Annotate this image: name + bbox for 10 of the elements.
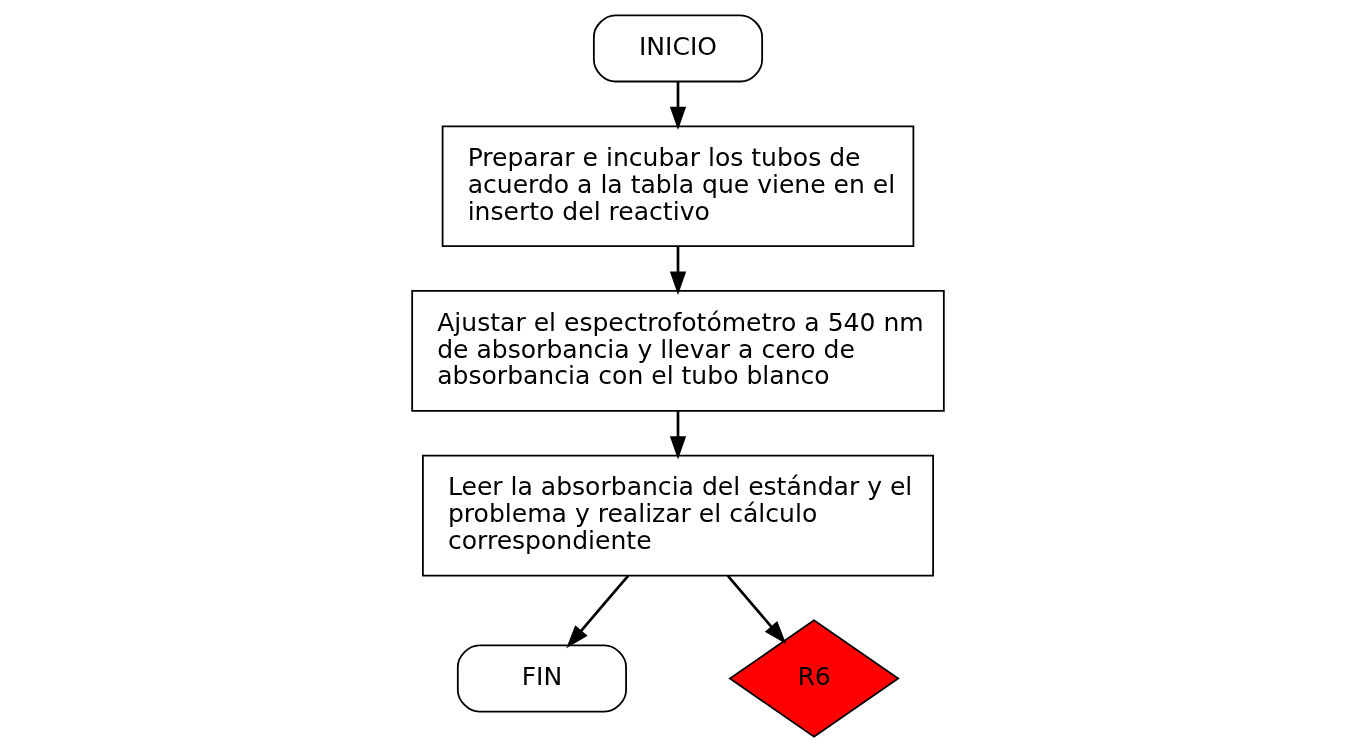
arrow xyxy=(726,574,786,645)
arrow xyxy=(669,411,686,460)
arrow xyxy=(669,82,686,131)
arrow xyxy=(669,246,686,295)
node-box: Leer la absorbancia del estándar y el problema y realizar el cálculo correspondiente xyxy=(421,454,934,577)
node-box: FIN xyxy=(456,644,627,713)
arrow xyxy=(565,574,629,649)
node-box: Preparar e incubar los tubos de acuerdo a la tabla que viene en el inserto del reactivo xyxy=(441,125,914,248)
node-box: Ajustar el espectrofotómetro a 540 nm de absorbancia y llevar a cero de absorbancia con el tubo blanco xyxy=(410,290,945,412)
node-box: INICIO xyxy=(592,14,763,83)
